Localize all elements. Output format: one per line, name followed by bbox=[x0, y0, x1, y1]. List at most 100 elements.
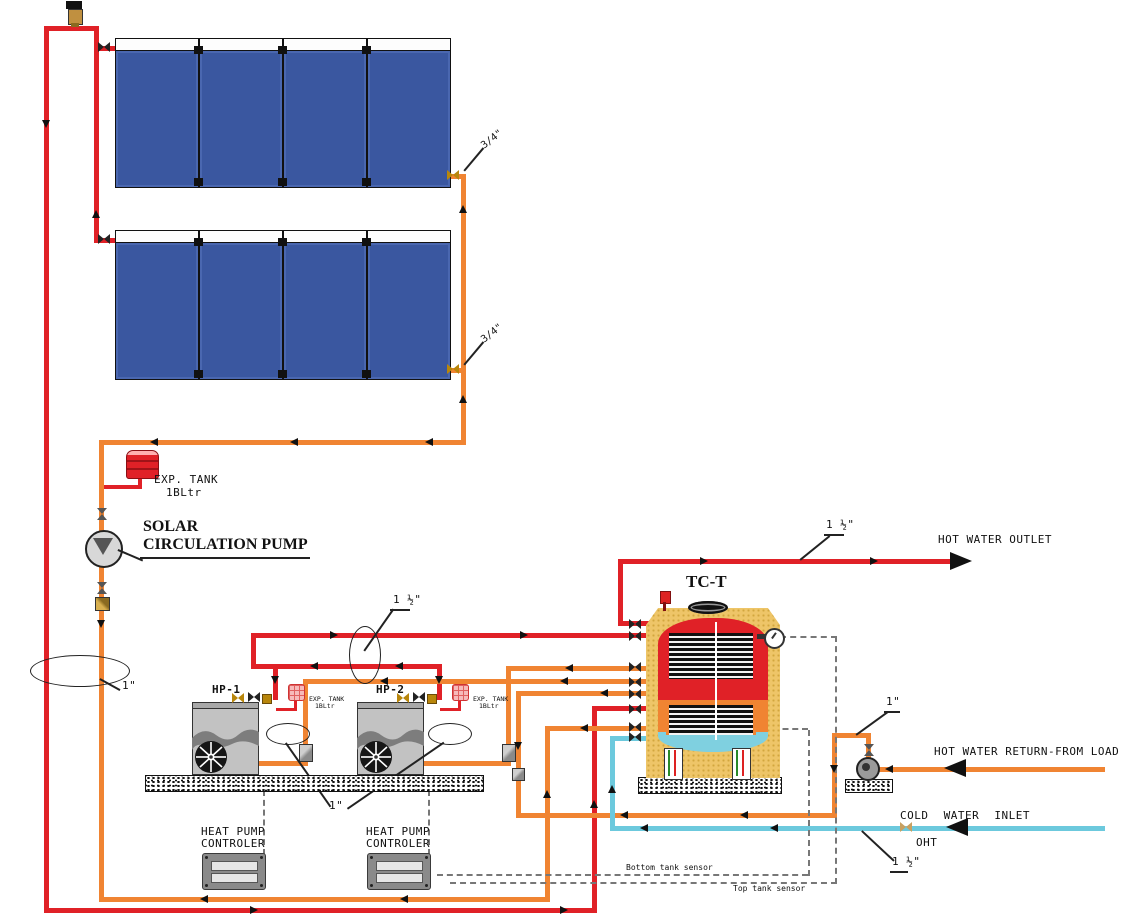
pipe-hot-return-line bbox=[877, 767, 1105, 772]
flow-arrow bbox=[565, 664, 573, 672]
wire-hp1-controller bbox=[263, 790, 265, 855]
pipe-hp-loop-mid bbox=[251, 664, 442, 669]
pipe-tank-orange-stub bbox=[545, 726, 654, 731]
pipe-outlet-riser bbox=[618, 559, 623, 625]
pipe-hp2-out-riser bbox=[506, 666, 511, 765]
pipe-size-ellipse bbox=[349, 626, 381, 684]
flow-arrow bbox=[700, 557, 708, 565]
row1-inlet-valve-icon bbox=[98, 42, 110, 52]
pipe-return-riser bbox=[832, 733, 837, 818]
flow-arrow bbox=[600, 689, 608, 697]
valve-above-pump-icon bbox=[97, 508, 107, 520]
hp1-controller bbox=[202, 853, 266, 890]
flow-arrow bbox=[590, 800, 598, 808]
solar-panel bbox=[115, 242, 199, 380]
pipe-hp2-out-run bbox=[421, 761, 511, 766]
pipe-hp2-return-run bbox=[506, 666, 654, 671]
flow-arrow bbox=[459, 205, 467, 213]
hp1-valve-icon bbox=[248, 692, 260, 702]
hp-loop-size-label: 1 ½" bbox=[393, 593, 422, 606]
wire-top-sensor-riser bbox=[835, 636, 837, 884]
pipe-tank-red-riser bbox=[592, 706, 597, 913]
flow-arrow bbox=[830, 765, 838, 773]
flow-meter-icon bbox=[512, 768, 525, 781]
pipe-collector-outlet-drop bbox=[461, 174, 466, 445]
cold-inlet-tag: OHT bbox=[916, 836, 938, 849]
pipe-hp2-exp-stem bbox=[458, 699, 461, 711]
solar-panel bbox=[199, 50, 283, 188]
temperature-gauge-icon bbox=[764, 628, 785, 649]
flow-arrow bbox=[870, 557, 878, 565]
flow-arrow bbox=[560, 906, 568, 914]
tank-sensor-well bbox=[715, 622, 717, 740]
flow-arrow bbox=[425, 438, 433, 446]
hp1-strainer-icon bbox=[299, 744, 313, 762]
pipe-collector-return-run bbox=[99, 440, 466, 445]
hp1-union-icon bbox=[262, 694, 272, 704]
hot-outlet-size-label: 1 ½" bbox=[826, 518, 855, 531]
hp2-valve-icon bbox=[397, 693, 409, 703]
row2-outlet-valve-icon bbox=[447, 364, 459, 374]
wire-bottom-sensor-stub bbox=[763, 728, 808, 730]
pipe-collector-riser bbox=[94, 26, 99, 243]
solar-panel bbox=[367, 50, 451, 188]
wire-bottom-sensor-run bbox=[437, 874, 808, 876]
heat-pump-1 bbox=[192, 702, 259, 775]
pipe-exptank-stem bbox=[138, 477, 142, 488]
tank-port-valve-icon bbox=[629, 722, 641, 732]
flow-arrow bbox=[620, 811, 628, 819]
row1-outlet-valve-icon bbox=[447, 170, 459, 180]
tank-handhole-icon bbox=[688, 601, 728, 614]
pipe-exptank-run bbox=[99, 485, 142, 489]
hp2-valve-icon bbox=[413, 692, 425, 702]
hp2-exp-tank-icon bbox=[452, 684, 469, 701]
pipe-load-return-drop bbox=[516, 691, 521, 817]
flow-arrow bbox=[42, 120, 50, 128]
pipe-size-ellipse bbox=[266, 723, 310, 745]
flow-arrow bbox=[885, 765, 893, 773]
hp1-valve-icon bbox=[232, 693, 244, 703]
pipe-hp-loop-top bbox=[251, 633, 654, 638]
pipe-hp1-exp-stem bbox=[294, 699, 297, 711]
flow-arrow bbox=[459, 395, 467, 403]
tank-port-valve-icon bbox=[629, 704, 641, 714]
pipe-hp2-exp-run bbox=[440, 708, 461, 711]
pipe-top-header bbox=[44, 26, 99, 31]
wire-top-sensor-stub bbox=[780, 636, 837, 638]
flow-arrow bbox=[330, 631, 338, 639]
flow-arrow bbox=[608, 785, 616, 793]
cold-inlet-label: COLD WATER INLET bbox=[900, 809, 1030, 822]
solar-pump-label-2: CIRCULATION PUMP bbox=[143, 536, 308, 553]
hp2-strainer-icon bbox=[502, 744, 516, 762]
flow-arrow bbox=[543, 790, 551, 798]
pipe-left-main-riser bbox=[44, 26, 49, 912]
flow-arrow bbox=[250, 906, 258, 914]
tank-vessel-cold bbox=[658, 732, 768, 752]
flow-arrow bbox=[740, 811, 748, 819]
solar-pump-label-1: SOLAR bbox=[143, 518, 199, 535]
leader-line bbox=[861, 830, 895, 862]
pipe-hp1-out-riser bbox=[303, 679, 308, 765]
tank-port-valve-icon bbox=[629, 619, 641, 629]
pipe-hp1-return-run bbox=[303, 679, 654, 684]
wire-top-sensor-run bbox=[450, 882, 837, 884]
flow-arrow bbox=[380, 677, 388, 685]
flow-arrow bbox=[640, 824, 648, 832]
pipe-load-return-stub bbox=[516, 691, 654, 696]
ground-tank bbox=[638, 777, 782, 794]
cold-inlet-size-label: 1 ½" bbox=[892, 855, 921, 868]
flow-arrow bbox=[514, 742, 522, 750]
flow-arrow bbox=[435, 676, 443, 684]
flow-arrow bbox=[92, 210, 100, 218]
flow-arrow bbox=[200, 895, 208, 903]
solar-panel bbox=[199, 242, 283, 380]
flow-arrow bbox=[520, 631, 528, 639]
valve-below-pump-icon bbox=[97, 582, 107, 594]
pipe-cold-inlet-line bbox=[610, 826, 1105, 831]
hot-outlet-arrow-icon bbox=[950, 552, 972, 570]
solar-panel bbox=[115, 50, 199, 188]
hp2-label: HP-2 bbox=[376, 683, 405, 696]
pipe-hp-loop-left bbox=[251, 633, 256, 669]
flow-arrow bbox=[580, 724, 588, 732]
flow-arrow bbox=[400, 895, 408, 903]
